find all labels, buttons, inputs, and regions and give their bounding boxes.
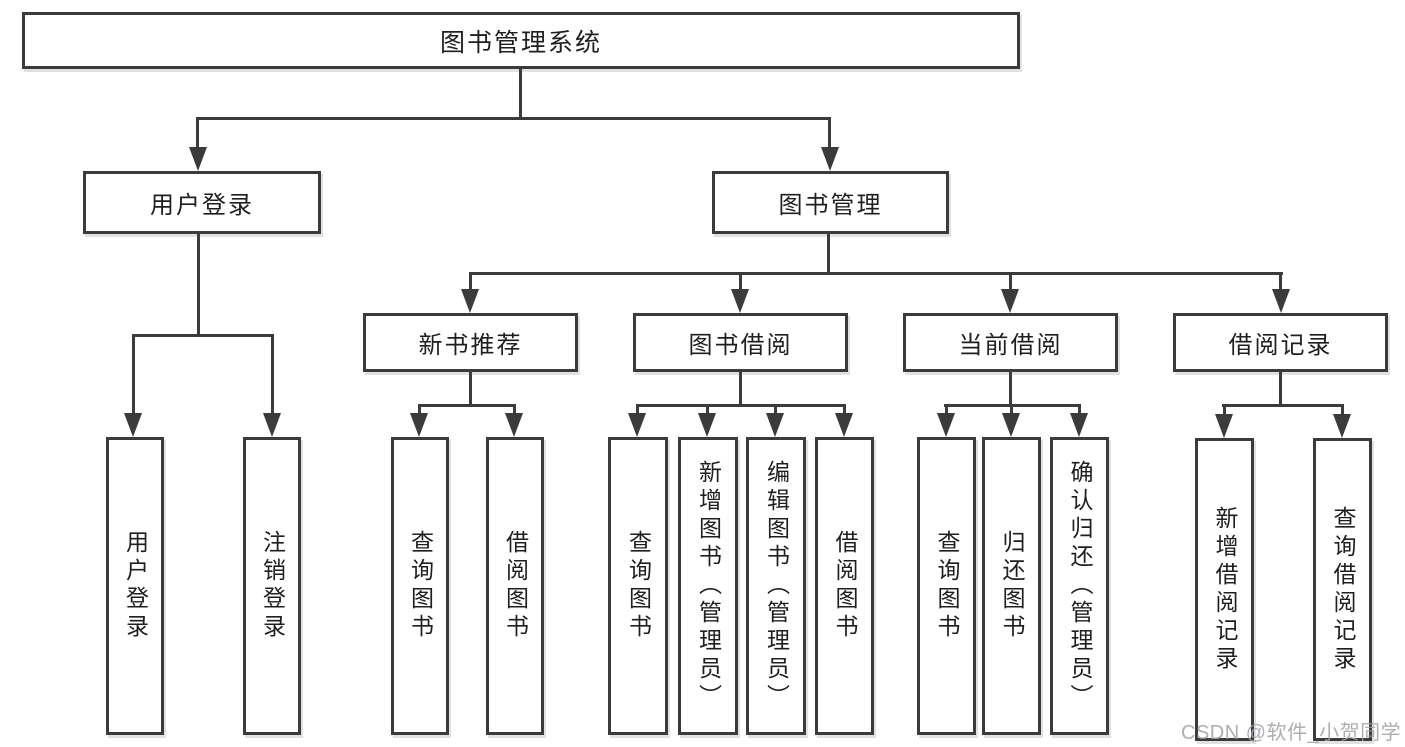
connector-line — [196, 117, 831, 120]
leaf-user-login: 用户登录 — [106, 437, 164, 735]
arrow-down-icon — [505, 413, 523, 437]
arrow-down-icon — [698, 413, 716, 437]
arrow-down-icon — [410, 413, 428, 437]
connector-line — [1279, 371, 1282, 407]
arrow-down-icon — [937, 413, 955, 437]
arrow-down-icon — [766, 413, 784, 437]
connector-line — [1009, 272, 1012, 293]
connector-line — [636, 404, 846, 407]
leaf-logout: 注销登录 — [243, 437, 301, 735]
arrow-down-icon — [1215, 414, 1233, 438]
connector-line — [418, 404, 516, 407]
connector-line — [469, 272, 472, 293]
connector-line — [1341, 404, 1344, 417]
connector-line — [469, 272, 1283, 275]
connector-line — [1009, 371, 1012, 407]
connector-line — [513, 404, 516, 417]
leaf-query-books: 查询图书 — [391, 437, 449, 735]
connector-line — [271, 334, 274, 415]
node-user-login: 用户登录 — [83, 171, 321, 234]
arrow-down-icon — [124, 413, 142, 437]
connector-line — [1222, 404, 1343, 407]
node-book-management: 图书管理 — [712, 171, 949, 234]
leaf-query-books: 查询图书 — [608, 437, 668, 735]
connector-line — [739, 272, 742, 293]
connector-line — [739, 371, 742, 407]
arrow-down-icon — [821, 147, 839, 171]
arrow-down-icon — [628, 413, 646, 437]
connector-line — [1223, 404, 1226, 417]
leaf-borrow-books: 借阅图书 — [815, 437, 874, 735]
leaf-query-books: 查询图书 — [917, 437, 976, 735]
connector-line — [519, 68, 522, 119]
node-book-borrow: 图书借阅 — [633, 313, 848, 372]
leaf-query-borrow-record: 查询借阅记录 — [1313, 438, 1372, 741]
arrow-down-icon — [835, 413, 853, 437]
node-library-management-system: 图书管理系统 — [22, 12, 1020, 69]
node-new-book-recommend: 新书推荐 — [363, 313, 578, 372]
connector-line — [636, 404, 639, 417]
connector-line — [774, 404, 777, 417]
connector-line — [132, 334, 274, 337]
arrow-down-icon — [1070, 413, 1088, 437]
connector-line — [843, 404, 846, 417]
node-borrow-records: 借阅记录 — [1173, 313, 1388, 372]
arrow-down-icon — [1333, 414, 1351, 438]
connector-line — [945, 404, 948, 417]
connector-line — [418, 404, 421, 417]
node-current-borrow: 当前借阅 — [903, 313, 1118, 372]
arrow-down-icon — [263, 413, 281, 437]
leaf-add-borrow-record: 新增借阅记录 — [1195, 438, 1254, 741]
arrow-down-icon — [461, 289, 479, 313]
leaf-add-book-admin: 新增图书（管理员） — [678, 437, 738, 735]
arrow-down-icon — [1001, 289, 1019, 313]
arrow-down-icon — [189, 147, 207, 171]
connector-line — [1010, 404, 1013, 417]
leaf-borrow-books: 借阅图书 — [486, 437, 544, 735]
leaf-edit-book-admin: 编辑图书（管理员） — [746, 437, 806, 735]
arrow-down-icon — [731, 289, 749, 313]
connector-line — [1279, 272, 1282, 293]
csdn-watermark: CSDN @软件_小贺同学 — [1181, 722, 1402, 744]
connector-line — [469, 371, 472, 407]
arrow-down-icon — [1002, 413, 1020, 437]
leaf-confirm-return-admin: 确认归还（管理员） — [1050, 437, 1109, 735]
connector-line — [132, 334, 135, 415]
connector-line — [828, 117, 831, 150]
arrow-down-icon — [1272, 289, 1290, 313]
connector-line — [706, 404, 709, 417]
connector-line — [197, 233, 200, 337]
connector-line — [1078, 404, 1081, 417]
leaf-return-books: 归还图书 — [982, 437, 1041, 735]
connector-line — [196, 117, 199, 150]
connector-line — [827, 233, 830, 275]
